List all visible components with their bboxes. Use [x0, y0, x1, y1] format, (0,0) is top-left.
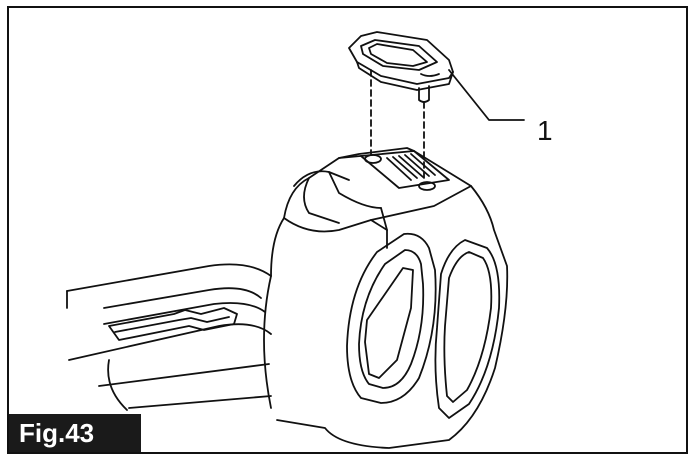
figure-label: Fig.43: [9, 414, 141, 452]
removable-plate: [348, 31, 454, 103]
housing-outline: [263, 150, 509, 449]
tool-illustration: [66, 31, 525, 449]
handle-outline: [66, 263, 272, 411]
callout-leader: [448, 69, 525, 121]
figure-frame: 1 Fig.43: [7, 6, 688, 454]
handle-slot: [108, 307, 238, 341]
callout-number: 1: [537, 115, 553, 146]
alignment-lines: [370, 69, 425, 183]
mounting-plate: [338, 147, 450, 191]
side-panel: [346, 232, 501, 419]
